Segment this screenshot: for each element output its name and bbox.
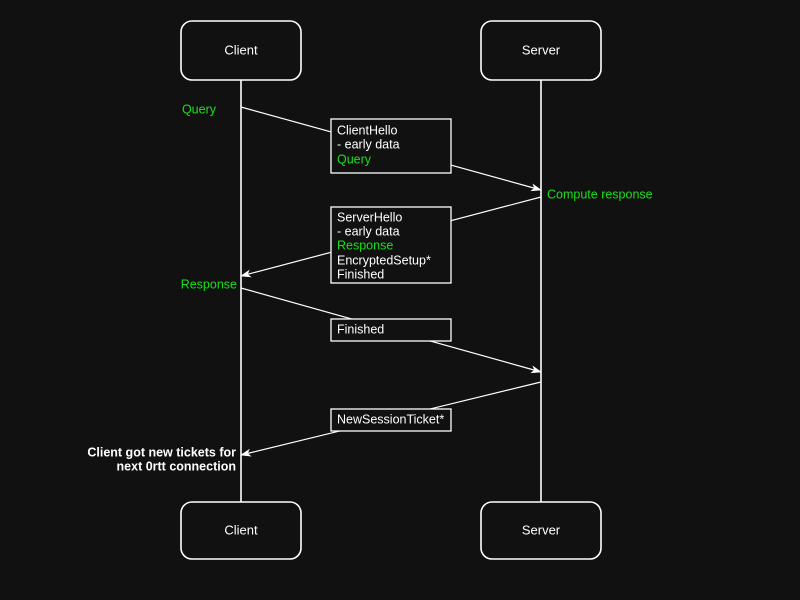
note-server-hello[interactable]: ServerHello - early data Response Encryp… (330, 206, 452, 284)
event-label-response: Response (181, 277, 237, 291)
actor-label-client-top: Client (224, 42, 258, 57)
annotation-client-new-tickets: Client got new tickets for next 0rtt con… (87, 445, 236, 473)
note-line: Finished (337, 267, 384, 281)
note-line: EncryptedSetup* (337, 253, 431, 267)
actor-box-server-top[interactable] (480, 20, 602, 81)
note-line-accent: Query (337, 152, 372, 166)
actor-client-top[interactable]: Client (180, 20, 302, 81)
note-client-hello[interactable]: ClientHello - early data Query (330, 118, 452, 174)
annotation-line-1: Client got new tickets for (87, 445, 236, 459)
actor-box-server-bottom[interactable] (480, 501, 602, 560)
actor-label-server-top: Server (522, 42, 561, 57)
actor-server-bottom[interactable]: Server (480, 501, 602, 560)
note-line: Finished (337, 322, 384, 336)
note-box-finished[interactable] (330, 318, 452, 342)
note-box-client-hello[interactable] (330, 118, 452, 174)
note-box-new-session-ticket[interactable] (330, 408, 452, 432)
annotation-line-2: next 0rtt connection (117, 459, 236, 473)
note-box-server-hello[interactable] (330, 206, 452, 284)
event-labels: Query Compute response Response (181, 102, 653, 291)
note-line: - early data (337, 137, 400, 151)
actor-client-bottom[interactable]: Client (180, 501, 302, 560)
event-label-query: Query (182, 102, 217, 116)
actor-server-top[interactable]: Server (480, 20, 602, 81)
note-line: NewSessionTicket* (337, 412, 444, 426)
note-line: - early data (337, 224, 400, 238)
note-line: ServerHello (337, 210, 402, 224)
note-new-session-ticket[interactable]: NewSessionTicket* (330, 408, 452, 432)
actor-box-client-bottom[interactable] (180, 501, 302, 560)
note-line-accent: Response (337, 238, 393, 252)
note-line: ClientHello (337, 123, 397, 137)
actor-box-client-top[interactable] (180, 20, 302, 81)
note-finished[interactable]: Finished (330, 318, 452, 342)
lifelines (240, 80, 542, 502)
actor-label-server-bottom: Server (522, 522, 561, 537)
event-label-compute-response: Compute response (547, 187, 653, 201)
actor-label-client-bottom: Client (224, 522, 258, 537)
